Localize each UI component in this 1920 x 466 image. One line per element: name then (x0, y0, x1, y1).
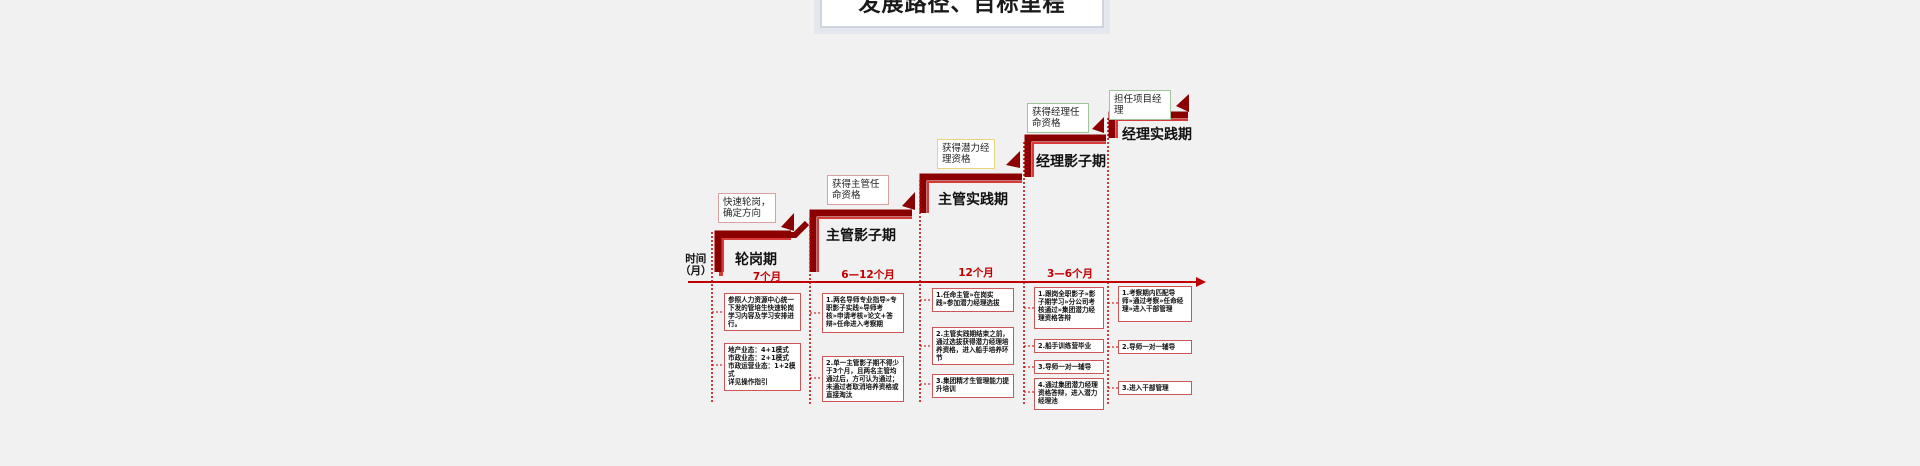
step-2-highlight (817, 217, 912, 272)
detail-box-4-3: 3.导师一对一辅导 (1034, 360, 1104, 374)
step-1 (714, 230, 791, 272)
step-4-highlight (1032, 142, 1106, 177)
stage-title-1: 轮岗期 (735, 252, 777, 268)
title-card: 发展路径、目标里程 (820, 0, 1104, 28)
detail-box-3-2: 2.主管实践期结束之前，通过选拔获得潜力经理培养资格，进入船手培养环节 (932, 327, 1014, 365)
timeline-axis (688, 277, 1206, 287)
step-corner-4 (1092, 117, 1104, 133)
milestone-note-4: 获得经理任命资格 (1027, 103, 1089, 133)
step-4 (1024, 134, 1106, 177)
step-corner-5 (1176, 94, 1189, 112)
staircase-steps (714, 94, 1189, 276)
duration-label-3: 12个月 (958, 267, 994, 279)
step-5-highlight (1116, 119, 1188, 138)
step-2 (809, 209, 912, 272)
time-label-line2: （月） (680, 265, 712, 277)
step-3 (919, 173, 1022, 213)
diagram-title: 发展路径、目标里程 (858, 0, 1066, 17)
detail-box-3-1: 1.任命主管»在岗实践»参加潜力经理选拔 (932, 288, 1014, 312)
step-corner-2 (902, 192, 915, 210)
stage-title-4: 经理影子期 (1036, 154, 1106, 170)
duration-label-1: 7个月 (752, 271, 782, 283)
milestone-note-5: 担任项目经理 (1109, 90, 1171, 120)
duration-label-4: 3—6个月 (1046, 268, 1094, 280)
detail-box-5-3: 3.进入干部管理 (1118, 381, 1192, 395)
detail-box-3-3: 3.集团精才生管理能力提升培训 (932, 374, 1014, 398)
detail-box-4-4: 4.通过集团潜力经理资格答辩，进入潜力经理池 (1034, 378, 1104, 410)
duration-label-2: 6—12个月 (841, 269, 895, 281)
stage-title-5: 经理实践期 (1122, 127, 1192, 143)
detail-box-4-1: 1.跟岗全职影子»影子期学习»分公司考核通过»集团潜力经理资格答辩 (1034, 287, 1104, 329)
stage-title-3: 主管实践期 (938, 192, 1008, 208)
detail-box-1-1: 参照人力资源中心统一下发的管培生快速轮岗学习内容及学习安排进行。 (724, 293, 801, 331)
stage-separators (711, 118, 1109, 404)
step-corner-3 (1006, 151, 1020, 168)
stage-title-2: 主管影子期 (826, 228, 896, 244)
detail-box-5-2: 2.导师一对一辅导 (1118, 340, 1192, 354)
detail-box-4-2: 2.船手训练营毕业 (1034, 339, 1104, 353)
detail-box-5-1: 1.考察期内匹配导师»通过考察»任命经理»进入干部管理 (1118, 286, 1192, 322)
detail-box-1-2: 地产业态：4+1模式 市政业态：2+1模式 市政运营业态：1+2模式 详见操作指… (724, 343, 801, 391)
step-corner-1 (781, 213, 794, 231)
time-label-line1: 时间 (685, 253, 707, 265)
time-axis-label: 时间 （月） (680, 253, 712, 277)
box-connectors (712, 299, 1118, 393)
step-1-highlight (722, 238, 791, 272)
milestone-note-3: 获得潜力经理资格 (937, 139, 995, 169)
timeline-arrowhead (1196, 277, 1206, 287)
detail-box-2-1: 1.两名导师专业指导»专职影子实践»导师考核»申请考核»论文+答辩»任命进入考察… (822, 293, 904, 333)
milestone-note-2: 获得主管任命资格 (827, 175, 889, 205)
milestone-note-1: 快速轮岗，确定方向 (718, 193, 776, 223)
detail-box-2-2: 2.单一主管影子期不得少于3个月，且两名主管均通过后，方可认为通过；未通过者取消… (822, 356, 904, 402)
step-3-highlight (927, 181, 1022, 213)
